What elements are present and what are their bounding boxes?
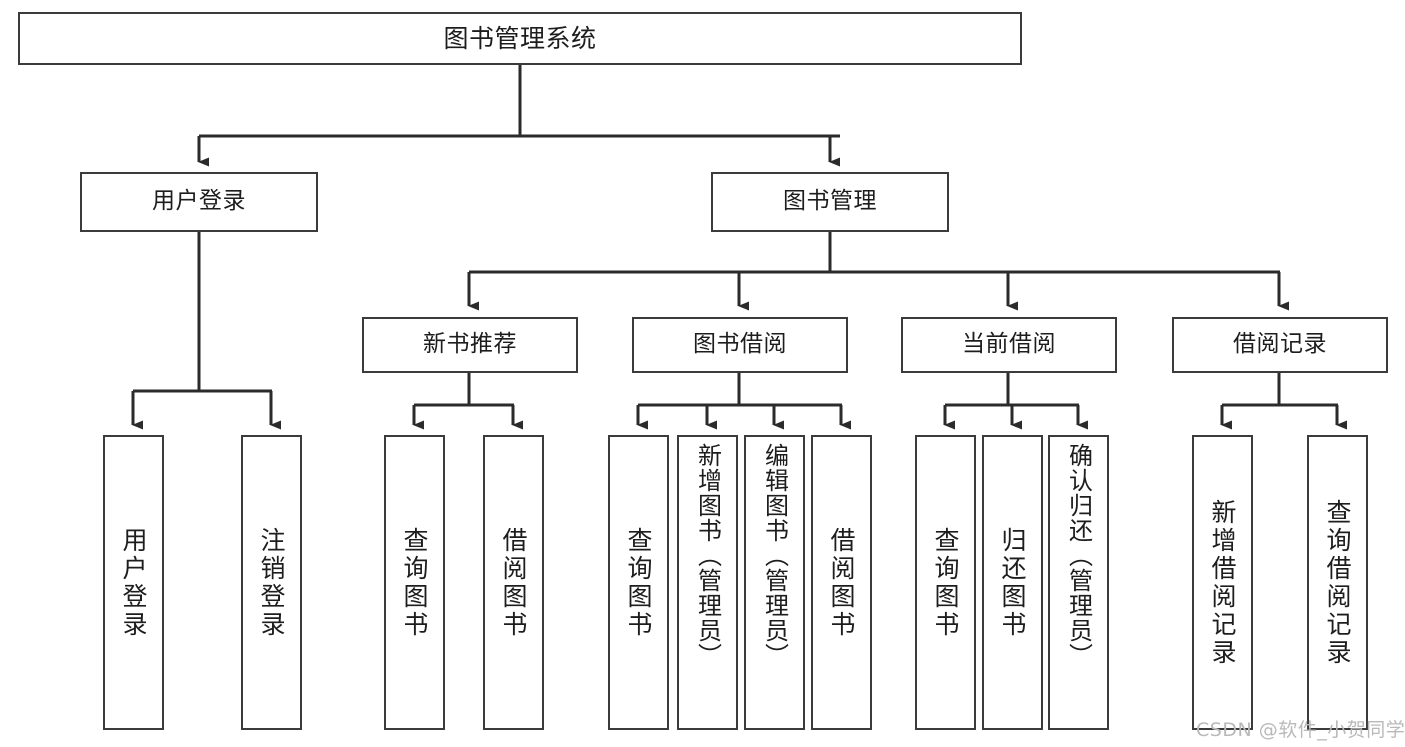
node-label: 当前借阅 bbox=[962, 331, 1056, 358]
node-leaf-user-login[interactable]: 用户登录 bbox=[103, 435, 164, 730]
node-label: 注销登录 bbox=[257, 526, 286, 639]
node-label: 借阅图书 bbox=[827, 526, 856, 639]
node-leaf-borrow-book-recommend[interactable]: 借阅图书 bbox=[483, 435, 544, 730]
node-leaf-borrow-book[interactable]: 借阅图书 bbox=[811, 435, 872, 730]
node-leaf-confirm-return[interactable]: 确认归还（管理员） bbox=[1048, 435, 1109, 730]
node-leaf-logout-login[interactable]: 注销登录 bbox=[241, 435, 302, 730]
node-label: 查询图书 bbox=[400, 526, 429, 639]
node-new-book-recommend[interactable]: 新书推荐 bbox=[362, 317, 578, 373]
node-label: 借阅记录 bbox=[1233, 331, 1327, 358]
node-label: 用户登录 bbox=[152, 188, 246, 215]
node-label: 确认归还（管理员） bbox=[1064, 443, 1093, 668]
node-user-login[interactable]: 用户登录 bbox=[80, 172, 318, 232]
node-label: 借阅图书 bbox=[499, 526, 528, 639]
node-root-book-management-system[interactable]: 图书管理系统 bbox=[18, 12, 1022, 65]
node-label: 图书管理系统 bbox=[443, 23, 597, 53]
node-leaf-add-borrow-record[interactable]: 新增借阅记录 bbox=[1192, 435, 1253, 730]
node-label: 新增图书（管理员） bbox=[693, 443, 722, 668]
node-current-borrow[interactable]: 当前借阅 bbox=[901, 317, 1117, 373]
node-label: 编辑图书（管理员） bbox=[760, 443, 789, 668]
node-leaf-edit-book[interactable]: 编辑图书（管理员） bbox=[744, 435, 805, 730]
node-leaf-query-book-current[interactable]: 查询图书 bbox=[915, 435, 976, 730]
node-leaf-return-book[interactable]: 归还图书 bbox=[982, 435, 1043, 730]
node-book-borrow[interactable]: 图书借阅 bbox=[632, 317, 848, 373]
node-leaf-query-borrow-record[interactable]: 查询借阅记录 bbox=[1307, 435, 1368, 730]
node-label: 查询图书 bbox=[624, 526, 653, 639]
node-label: 查询图书 bbox=[931, 526, 960, 639]
node-leaf-add-book[interactable]: 新增图书（管理员） bbox=[677, 435, 738, 730]
node-label: 新书推荐 bbox=[423, 331, 517, 358]
node-label: 新增借阅记录 bbox=[1208, 498, 1237, 667]
node-label: 查询借阅记录 bbox=[1323, 498, 1352, 667]
node-book-management[interactable]: 图书管理 bbox=[711, 172, 949, 232]
node-leaf-query-book-recommend[interactable]: 查询图书 bbox=[384, 435, 445, 730]
node-label: 归还图书 bbox=[998, 526, 1027, 639]
node-label: 图书管理 bbox=[783, 188, 877, 215]
node-borrow-record[interactable]: 借阅记录 bbox=[1172, 317, 1388, 373]
node-label: 用户登录 bbox=[119, 526, 148, 639]
node-label: 图书借阅 bbox=[693, 331, 787, 358]
node-leaf-query-book-borrow[interactable]: 查询图书 bbox=[608, 435, 669, 730]
